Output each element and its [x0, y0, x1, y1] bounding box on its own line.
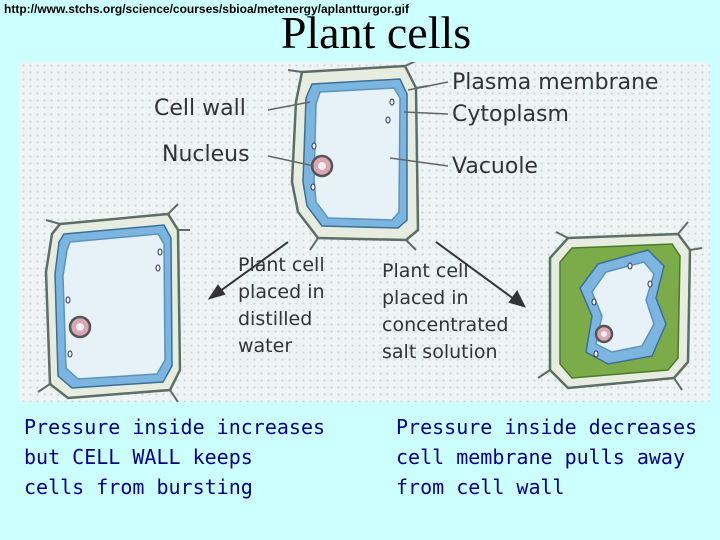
label-cytoplasm: Cytoplasm [452, 102, 569, 127]
arrow-to-distilled-water [215, 241, 289, 295]
arrow-to-salt-solution [435, 241, 519, 303]
turgid-cell-vacuole [62, 233, 166, 380]
plant-cell-diagram: Cell wall Nucleus Plasma membrane Cytopl… [20, 62, 710, 402]
label-cell-wall: Cell wall [154, 96, 246, 121]
caption-salt-solution: Pressure inside decreases cell membrane … [396, 415, 698, 499]
turgid-cell [37, 203, 190, 402]
arrows [207, 241, 526, 308]
label-plasma-membrane: Plasma membrane [452, 70, 659, 95]
label-vacuole: Vacuole [452, 154, 538, 179]
label-nucleus: Nucleus [162, 142, 250, 167]
label-distilled-water: Plant cell placed in distilled water [238, 254, 325, 357]
normal-cell-vacuole [313, 87, 401, 221]
cell-illustrations [37, 62, 703, 402]
caption-distilled-water: Pressure inside increases but CELL WALL … [24, 415, 326, 499]
label-salt-solution: Plant cell placed in concentrated salt s… [382, 260, 509, 363]
page-title: Plant cells [280, 7, 472, 58]
plasmolyzed-cell [537, 221, 703, 391]
normal-cell [287, 62, 429, 251]
leader-lines [267, 81, 449, 167]
source-url: http://www.stchs.org/science/courses/sbi… [4, 2, 409, 16]
